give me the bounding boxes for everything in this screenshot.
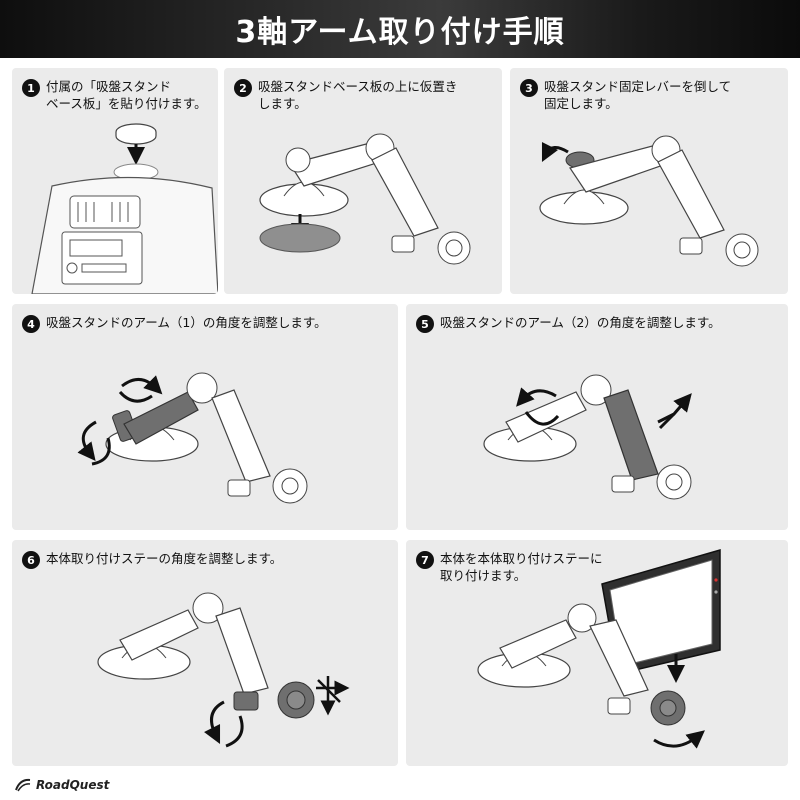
step-2-number-badge: 2: [234, 79, 252, 97]
step-4-number-badge: 4: [22, 315, 40, 333]
step-2-panel: 2 吸盤スタンドベース板の上に仮置き します。: [224, 68, 502, 294]
step-7-caption: 本体を本体取り付けステーに 取り付けます。: [440, 551, 603, 583]
step-4-panel: 4 吸盤スタンドのアーム（1）の角度を調整します。: [12, 304, 398, 530]
step-3-number-badge: 3: [520, 79, 538, 97]
footer-brand: RoadQuest: [14, 776, 109, 794]
step-6-panel: 6 本体取り付けステーの角度を調整します。: [12, 540, 398, 766]
step-6-caption: 本体取り付けステーの角度を調整します。: [46, 551, 283, 566]
step-1-caption: 付属の「吸盤スタンド ベース板」を貼り付けます。: [46, 79, 207, 111]
step-1-panel: 1 付属の「吸盤スタンド ベース板」を貼り付けます。: [12, 68, 218, 294]
step-3-caption: 吸盤スタンド固定レバーを倒して 固定します。: [544, 79, 732, 111]
arm-1-adjust-illustration: [77, 372, 308, 504]
step-4-header: 4 吸盤スタンドのアーム（1）の角度を調整します。: [22, 314, 390, 333]
dashboard-illustration: [31, 123, 218, 294]
step-3-header: 3 吸盤スタンド固定レバーを倒して 固定します。: [520, 78, 780, 112]
step-6-header: 6 本体取り付けステーの角度を調整します。: [22, 550, 390, 569]
monitor-mount-illustration: [477, 549, 721, 749]
suction-stand-arm-illustration: [259, 133, 471, 265]
brand-name: RoadQuest: [36, 778, 110, 792]
step-3-panel: 3 吸盤スタンド固定レバーを倒して 固定します。: [510, 68, 788, 294]
step-1-number-badge: 1: [22, 79, 40, 97]
stay-angle-adjust-illustration: [97, 592, 350, 748]
step-5-header: 5 吸盤スタンドのアーム（2）の角度を調整します。: [416, 314, 780, 333]
step-2-header: 2 吸盤スタンドベース板の上に仮置き します。: [234, 78, 494, 112]
arm-2-adjust-illustration: [483, 374, 692, 500]
step-1-header: 1 付属の「吸盤スタンド ベース板」を貼り付けます。: [22, 78, 210, 112]
page-header: 3軸アーム取り付け手順: [0, 0, 800, 58]
step-4-caption: 吸盤スタンドのアーム（1）の角度を調整します。: [46, 315, 327, 330]
step-7-panel: 7 本体を本体取り付けステーに 取り付けます。: [406, 540, 788, 766]
step-5-panel: 5 吸盤スタンドのアーム（2）の角度を調整します。: [406, 304, 788, 530]
page-title: 3軸アーム取り付け手順: [235, 15, 565, 50]
step-6-number-badge: 6: [22, 551, 40, 569]
step-7-header: 7 本体を本体取り付けステーに 取り付けます。: [416, 550, 780, 584]
step-7-number-badge: 7: [416, 551, 434, 569]
step-2-caption: 吸盤スタンドベース板の上に仮置き します。: [258, 79, 458, 111]
lock-lever-illustration: [539, 135, 759, 267]
step-5-number-badge: 5: [416, 315, 434, 333]
step-5-caption: 吸盤スタンドのアーム（2）の角度を調整します。: [440, 315, 721, 330]
roadquest-logo-icon: [15, 778, 31, 792]
